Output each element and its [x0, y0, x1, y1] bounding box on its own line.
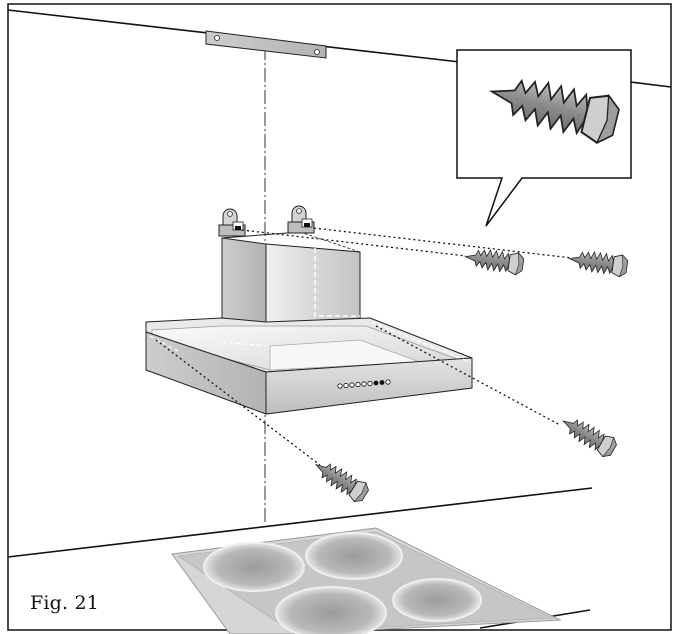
hob-ring — [305, 532, 403, 580]
worktop-edge-line — [7, 487, 593, 558]
bracket-hole-right — [314, 49, 320, 55]
figure-caption: Fig. 21 — [30, 592, 100, 614]
hood-canopy — [145, 317, 473, 415]
control-button — [337, 383, 343, 389]
control-panel — [337, 379, 391, 389]
fixing-guide-lines — [155, 227, 573, 466]
control-button — [373, 380, 379, 386]
control-button — [379, 380, 385, 385]
control-button — [349, 382, 355, 388]
hob-ring — [203, 542, 305, 592]
hob-ring — [392, 578, 482, 622]
control-button — [385, 379, 391, 385]
bracket-icon — [287, 205, 315, 234]
bracket-icon — [218, 208, 246, 237]
ceiling-mounting-bracket — [205, 30, 327, 59]
bracket-hole-left — [214, 35, 220, 41]
screw-detail-callout — [456, 49, 632, 227]
ceiling-line-right — [629, 81, 672, 88]
cooktop — [171, 527, 562, 634]
control-button — [367, 380, 373, 387]
hob-ring — [275, 586, 387, 634]
control-button — [343, 382, 349, 389]
control-button — [355, 381, 361, 388]
control-button — [361, 381, 367, 387]
